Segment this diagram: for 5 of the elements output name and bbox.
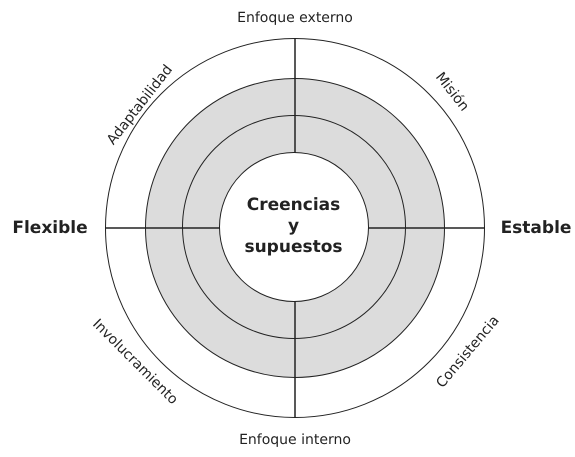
axis-label: Enfoque externo bbox=[237, 10, 353, 26]
axis-label: Flexible bbox=[12, 218, 88, 238]
axis-label: Estable bbox=[500, 218, 572, 238]
center-label: Creencias y supuestos bbox=[243, 194, 344, 258]
axis-label: Enfoque interno bbox=[239, 432, 351, 448]
